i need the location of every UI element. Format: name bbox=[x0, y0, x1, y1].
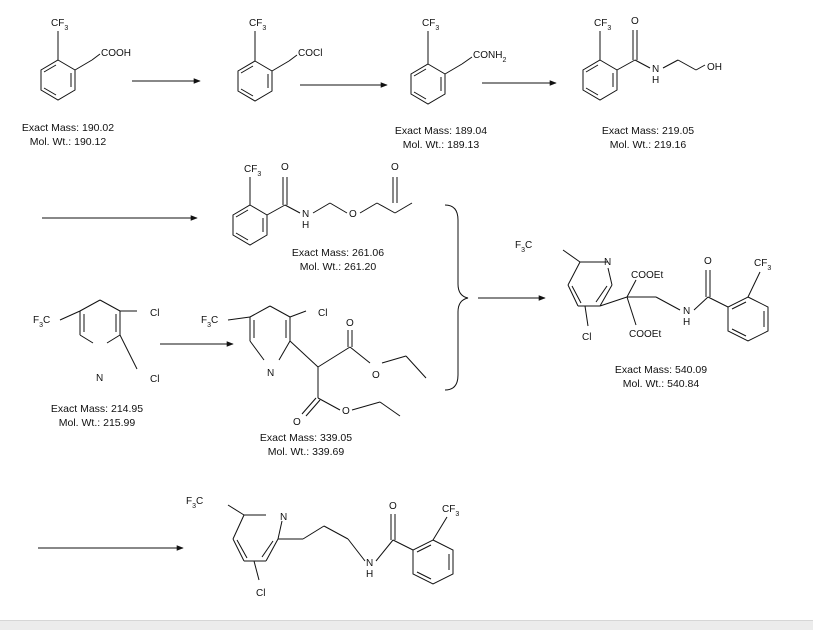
chloro-label: Cl bbox=[256, 588, 265, 599]
cf3-label: CF3 bbox=[594, 18, 611, 32]
compound-3: CF3 CONH2 Exact Mass: 189.04 Mol. Wt.: 1… bbox=[395, 18, 507, 151]
compound-9: F3C N Cl O N H CF3 bbox=[186, 496, 459, 599]
chloro-label: Cl bbox=[318, 308, 327, 319]
compound-2: CF3 COCl bbox=[237, 18, 322, 102]
mol-wt-label: Mol. Wt.: 540.84 bbox=[623, 378, 700, 390]
ester-carbonyl-o-label: O bbox=[346, 318, 354, 329]
cf3-label: CF3 bbox=[422, 18, 439, 32]
combine-brace bbox=[444, 204, 469, 391]
mol-wt-label: Mol. Wt.: 339.69 bbox=[268, 446, 345, 458]
exact-mass-label: Exact Mass: 190.02 bbox=[22, 122, 114, 134]
cf3-label: CF3 bbox=[442, 504, 459, 518]
cf3-label: CF3 bbox=[51, 18, 68, 32]
compound-1: CF3 COOH Exact Mass: 190.02 Mol. Wt.: 19… bbox=[22, 18, 131, 148]
exact-mass-label: Exact Mass: 261.06 bbox=[292, 247, 384, 259]
compound-7: F3C Cl N O O O O Exact Mass: 339.05 Mol.… bbox=[201, 305, 427, 458]
mol-wt-label: Mol. Wt.: 261.20 bbox=[300, 261, 377, 273]
amide-n-label: N bbox=[366, 558, 373, 569]
pyridine-n-label: N bbox=[96, 373, 103, 384]
compound-4: CF3 O N H OH Exact Mass: 219.05 Mol. Wt.… bbox=[582, 16, 722, 151]
horizontal-scrollbar[interactable] bbox=[0, 620, 813, 630]
carbonyl-o-label: O bbox=[704, 256, 712, 267]
exact-mass-label: Exact Mass: 339.05 bbox=[260, 432, 352, 444]
mol-wt-label: Mol. Wt.: 190.12 bbox=[30, 136, 107, 148]
pyridine-n-label: N bbox=[280, 512, 287, 523]
amide-h-label: H bbox=[683, 317, 690, 328]
amide-h-label: H bbox=[366, 569, 373, 580]
amide-n-label: N bbox=[302, 209, 309, 220]
ester-carbonyl-o-label: O bbox=[293, 417, 301, 428]
mol-wt-label: Mol. Wt.: 189.13 bbox=[403, 139, 480, 151]
compound-5: CF3 O N H O O Exact Mass: 261.06 Mol. Wt… bbox=[232, 162, 413, 273]
f3c-label: F3C bbox=[201, 315, 218, 329]
amide-n-label: N bbox=[652, 64, 659, 75]
carbonyl-o-label: O bbox=[389, 501, 397, 512]
compound-8: F3C N Cl COOEt COOEt O N H CF3 Exact Mas… bbox=[515, 240, 771, 390]
mol-wt-label: Mol. Wt.: 215.99 bbox=[59, 417, 136, 429]
oh-label: OH bbox=[707, 62, 722, 73]
pyridine-n-label: N bbox=[267, 368, 274, 379]
cf3-label: CF3 bbox=[754, 258, 771, 272]
exact-mass-label: Exact Mass: 189.04 bbox=[395, 125, 487, 137]
cooet-label: COOEt bbox=[629, 329, 661, 340]
carbonyl-o-label: O bbox=[281, 162, 289, 173]
chloro-label: Cl bbox=[150, 374, 159, 385]
ester-o-label: O bbox=[349, 209, 357, 220]
f3c-label: F3C bbox=[33, 315, 50, 329]
ester-o-label: O bbox=[372, 370, 380, 381]
conh2-label: CONH2 bbox=[473, 50, 506, 64]
chloro-label: Cl bbox=[150, 308, 159, 319]
f3c-label: F3C bbox=[186, 496, 203, 510]
amide-n-label: N bbox=[683, 306, 690, 317]
cooet-label: COOEt bbox=[631, 270, 663, 281]
chloro-label: Cl bbox=[582, 332, 591, 343]
cf3-label: CF3 bbox=[249, 18, 266, 32]
acetyl-o-label: O bbox=[391, 162, 399, 173]
exact-mass-label: Exact Mass: 219.05 bbox=[602, 125, 694, 137]
pyridine-n-label: N bbox=[604, 257, 611, 268]
mol-wt-label: Mol. Wt.: 219.16 bbox=[610, 139, 687, 151]
carbonyl-o-label: O bbox=[631, 16, 639, 27]
amide-h-label: H bbox=[652, 75, 659, 86]
cf3-label: CF3 bbox=[244, 164, 261, 178]
exact-mass-label: Exact Mass: 214.95 bbox=[51, 403, 143, 415]
amide-h-label: H bbox=[302, 220, 309, 231]
exact-mass-label: Exact Mass: 540.09 bbox=[615, 364, 707, 376]
ester-o-label: O bbox=[342, 406, 350, 417]
compound-6: F3C Cl Cl N Exact Mass: 214.95 Mol. Wt.:… bbox=[33, 299, 159, 429]
f3c-label: F3C bbox=[515, 240, 532, 254]
cooh-label: COOH bbox=[101, 48, 131, 59]
cocl-label: COCl bbox=[298, 48, 322, 59]
